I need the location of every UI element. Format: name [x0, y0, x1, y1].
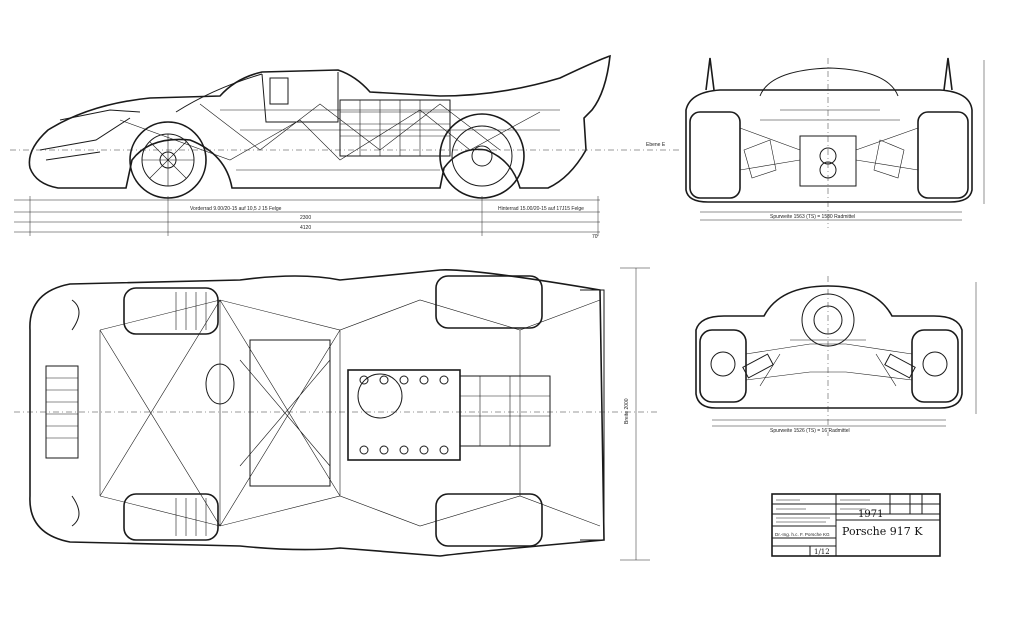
rear-elevation-view: Spurweite 1563 (TS) = 1580 Radmittel	[685, 57, 985, 228]
plan-view: Breite 2000	[14, 267, 660, 561]
title-model: Porsche 917 K	[842, 525, 923, 538]
engine-cylinders	[359, 375, 449, 455]
svg-text:Breite 2000: Breite 2000	[624, 398, 630, 424]
svg-text:4120: 4120	[300, 225, 311, 231]
svg-text:Hinterrad 15.00/20-15 auf 17J1: Hinterrad 15.00/20-15 auf 17J15 Felge	[498, 206, 584, 212]
svg-text:70: 70	[592, 234, 598, 240]
svg-text:Vorderrad 9.00/20-15 auf 10,5: Vorderrad 9.00/20-15 auf 10,5 J 15 Felge	[190, 206, 282, 212]
svg-text:Spurweite 1563 (TS) = 1580 Rad: Spurweite 1563 (TS) = 1580 Radmittel	[770, 214, 855, 220]
front-elevation-view: Spurweite 1526 (TS) = 16 Radmittel	[695, 276, 977, 436]
svg-text:Ebene E: Ebene E	[646, 142, 666, 148]
title-company: Dr.-Ing. h.c. F. Porsche KG	[775, 532, 830, 537]
title-scale: 1/12	[814, 548, 830, 556]
title-year: 1971	[858, 509, 883, 520]
svg-text:2300: 2300	[300, 215, 311, 221]
svg-text:Spurweite 1526 (TS) = 16 Radmi: Spurweite 1526 (TS) = 16 Radmittel	[770, 428, 850, 434]
title-block: 1971 Porsche 917 K Dr.-Ing. h.c. F. Pors…	[771, 493, 941, 557]
side-elevation-view: Vorderrad 9.00/20-15 auf 10,5 J 15 Felge…	[10, 54, 680, 240]
